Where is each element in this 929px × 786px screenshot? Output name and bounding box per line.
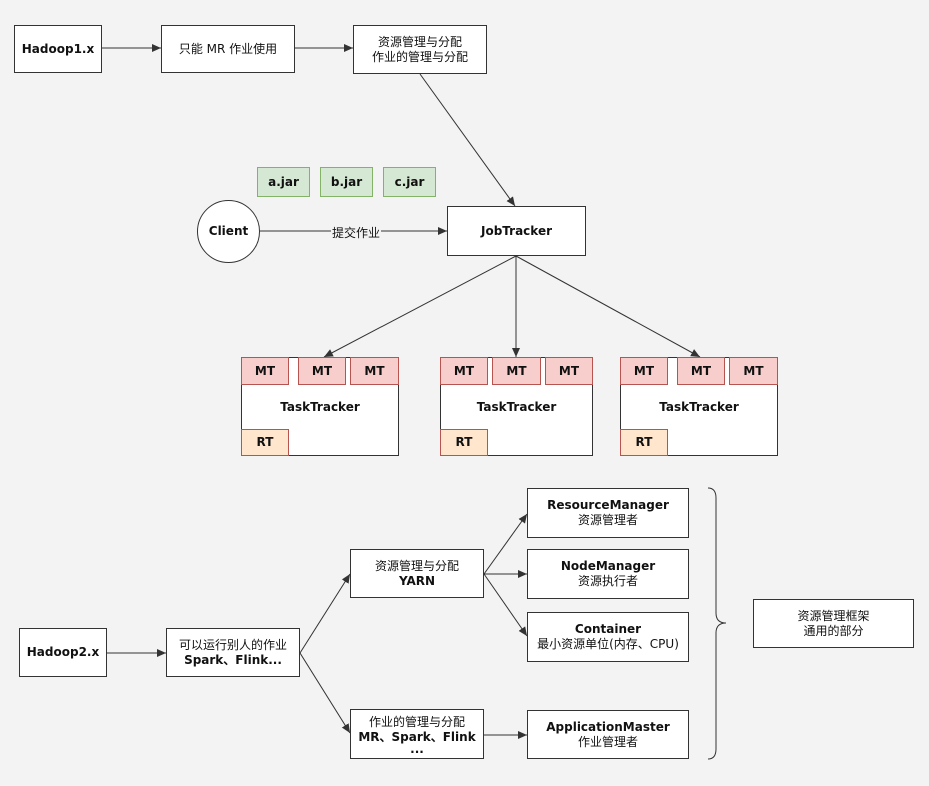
map-task-label: MT: [453, 363, 475, 378]
jar-b: b.jar: [320, 167, 373, 197]
edge-capability-to-jobmgmt: [299, 652, 351, 734]
tasktracker-2-map-task-3: MT: [545, 357, 593, 385]
hadoop2-capability-line2: Spark、Flink...: [184, 652, 282, 667]
yarn-line2: YARN: [398, 573, 436, 588]
container-box: Container 最小资源单位(内存、CPU): [527, 612, 689, 662]
tasktracker-3-map-task-1: MT: [620, 357, 668, 385]
tasktracker-2-map-task-1: MT: [440, 357, 488, 385]
jar-a-label: a.jar: [268, 174, 299, 189]
jobtracker-box: JobTracker: [447, 206, 586, 256]
tasktracker-3-map-task-3: MT: [729, 357, 778, 385]
resource-framework-line1: 资源管理框架: [797, 608, 870, 623]
tasktracker-1-label: TaskTracker: [280, 400, 360, 414]
framework-brace: [707, 487, 727, 760]
job-management-box: 作业的管理与分配 MR、Spark、Flink ...: [350, 709, 484, 759]
resource-framework-line2: 通用的部分: [803, 623, 864, 638]
hadoop1-responsibility-box: 资源管理与分配 作业的管理与分配: [353, 25, 487, 74]
edge-yarn-to-container: [483, 573, 528, 637]
map-task-label: MT: [254, 363, 276, 378]
tasktracker-3-label: TaskTracker: [659, 400, 739, 414]
hadoop2-version-label: Hadoop2.x: [26, 645, 100, 659]
reduce-task-label: RT: [455, 435, 473, 449]
tasktracker-1-map-task-3: MT: [350, 357, 399, 385]
application-master-desc: 作业管理者: [577, 734, 638, 749]
map-task-label: MT: [311, 363, 333, 378]
job-management-line3: ...: [410, 741, 424, 756]
application-master-box: ApplicationMaster 作业管理者: [527, 710, 689, 759]
tasktracker-1-map-task-1: MT: [241, 357, 289, 385]
jar-a: a.jar: [257, 167, 310, 197]
map-task-label: MT: [743, 363, 764, 378]
jar-c-label: c.jar: [394, 174, 425, 189]
map-task-label: MT: [364, 363, 385, 378]
node-manager-name: NodeManager: [560, 559, 656, 573]
application-master-name: ApplicationMaster: [546, 719, 670, 734]
reduce-task-label: RT: [635, 435, 653, 449]
resource-manager-name: ResourceManager: [547, 498, 669, 512]
jar-b-label: b.jar: [330, 174, 363, 189]
container-desc: 最小资源单位(内存、CPU): [537, 637, 679, 651]
job-management-line2: MR、Spark、Flink: [358, 729, 476, 744]
tasktracker-2-reduce-task: RT: [440, 429, 488, 456]
tasktracker-2-label: TaskTracker: [476, 400, 557, 414]
reduce-task-label: RT: [256, 435, 274, 449]
hadoop1-responsibility-line2: 作业的管理与分配: [371, 49, 468, 64]
submit-job-label: 提交作业: [331, 224, 382, 241]
hadoop2-capability-box: 可以运行别人的作业 Spark、Flink...: [166, 628, 300, 677]
edge-jobtracker-to-tasktracker-3: [515, 255, 701, 358]
hadoop2-version-box: Hadoop2.x: [19, 628, 107, 677]
tasktracker-3-map-task-2: MT: [677, 357, 725, 385]
hadoop2-capability-line1: 可以运行别人的作业: [178, 637, 287, 652]
resource-manager-desc: 资源管理者: [577, 513, 638, 527]
map-task-label: MT: [633, 363, 655, 378]
resource-framework-box: 资源管理框架 通用的部分: [753, 599, 914, 648]
client-node: Client: [197, 200, 260, 263]
hadoop1-responsibility-line1: 资源管理与分配: [377, 34, 462, 49]
tasktracker-2-map-task-2: MT: [492, 357, 541, 385]
hadoop1-limitation-box: 只能 MR 作业使用: [161, 25, 295, 73]
client-label: Client: [208, 224, 249, 238]
resource-manager-box: ResourceManager 资源管理者: [527, 488, 689, 538]
yarn-box: 资源管理与分配 YARN: [350, 549, 484, 598]
node-manager-box: NodeManager 资源执行者: [527, 549, 689, 599]
container-name: Container: [574, 622, 642, 636]
node-manager-desc: 资源执行者: [577, 574, 638, 588]
edge-capability-to-yarn: [299, 573, 351, 654]
map-task-label: MT: [690, 363, 712, 378]
edge-yarn-to-resourcemanager: [483, 513, 528, 575]
job-management-line1: 作业的管理与分配: [368, 714, 465, 729]
tasktracker-1-reduce-task: RT: [241, 429, 289, 456]
edge-jobtracker-to-tasktracker-1: [323, 255, 517, 358]
hadoop1-version-label: Hadoop1.x: [21, 41, 95, 56]
yarn-line1: 资源管理与分配: [374, 558, 459, 573]
hadoop1-version-box: Hadoop1.x: [14, 25, 102, 73]
hadoop1-limitation-label: 只能 MR 作业使用: [178, 41, 278, 56]
jar-c: c.jar: [383, 167, 436, 197]
tasktracker-1-map-task-2: MT: [298, 357, 346, 385]
jobtracker-label: JobTracker: [480, 223, 552, 238]
edge-responsibility-to-jobtracker: [419, 73, 516, 207]
tasktracker-3-reduce-task: RT: [620, 429, 668, 456]
map-task-label: MT: [558, 363, 580, 378]
map-task-label: MT: [506, 363, 527, 378]
